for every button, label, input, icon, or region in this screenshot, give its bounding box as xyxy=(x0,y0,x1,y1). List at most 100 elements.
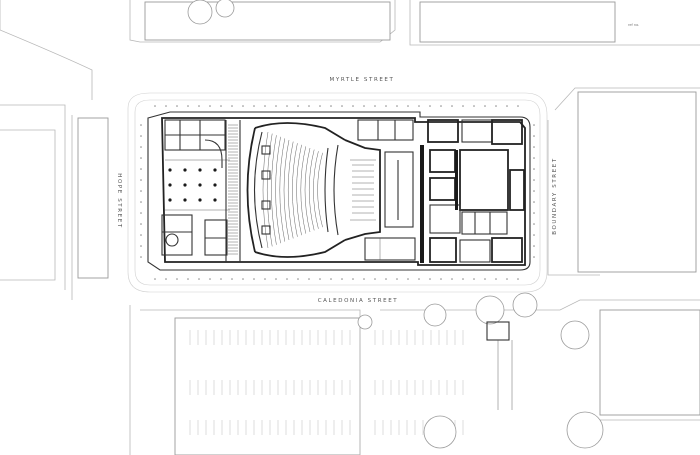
bollard xyxy=(396,278,398,280)
column xyxy=(168,183,172,187)
bollard xyxy=(533,245,535,247)
bollard xyxy=(154,105,156,107)
bollard xyxy=(533,157,535,159)
seat-row xyxy=(271,135,277,245)
bollard xyxy=(140,168,142,170)
bollard xyxy=(407,278,409,280)
bollard xyxy=(533,146,535,148)
bollard xyxy=(352,105,354,107)
bollard xyxy=(440,278,442,280)
bollard xyxy=(484,105,486,107)
street-label-west: HOPE STREET xyxy=(116,173,122,229)
bollard xyxy=(495,278,497,280)
bollard xyxy=(140,245,142,247)
bollard xyxy=(533,223,535,225)
bollard xyxy=(198,105,200,107)
bollard xyxy=(374,278,376,280)
seat-row xyxy=(313,151,319,229)
bollard xyxy=(352,278,354,280)
bollard xyxy=(533,135,535,137)
seat-row xyxy=(262,131,269,249)
seat-row xyxy=(283,139,290,241)
box-seat xyxy=(261,170,271,180)
bollard xyxy=(308,278,310,280)
bollard xyxy=(533,179,535,181)
bollard xyxy=(385,278,387,280)
seat-row xyxy=(292,143,298,237)
bollard xyxy=(140,135,142,137)
column xyxy=(198,168,202,172)
bollard xyxy=(140,234,142,236)
bollard xyxy=(209,105,211,107)
bollard xyxy=(220,105,222,107)
box-seat xyxy=(261,200,271,210)
bollard xyxy=(363,278,365,280)
bollard xyxy=(495,105,497,107)
bollard xyxy=(275,105,277,107)
bollard xyxy=(308,105,310,107)
bollard xyxy=(396,105,398,107)
seat-row xyxy=(279,138,286,242)
trees xyxy=(187,0,604,449)
bollard xyxy=(429,105,431,107)
bollard xyxy=(506,278,508,280)
bollard xyxy=(253,278,255,280)
bollard xyxy=(341,105,343,107)
seat-row xyxy=(308,149,315,231)
bollard xyxy=(374,105,376,107)
column xyxy=(183,168,187,172)
bollard xyxy=(533,190,535,192)
bollard xyxy=(517,105,519,107)
bollard xyxy=(319,278,321,280)
building-footprint xyxy=(147,111,531,271)
bollard xyxy=(462,278,464,280)
bollard xyxy=(187,105,189,107)
bollard xyxy=(517,278,519,280)
bollard xyxy=(407,105,409,107)
bollard xyxy=(484,278,486,280)
bollard xyxy=(533,168,535,170)
bollard xyxy=(198,278,200,280)
bollard xyxy=(286,278,288,280)
bollard xyxy=(220,278,222,280)
street-label-south: CALEDONIA STREET xyxy=(318,298,399,304)
bollard xyxy=(140,179,142,181)
bollard xyxy=(140,223,142,225)
column xyxy=(168,198,172,202)
bollard xyxy=(176,278,178,280)
column xyxy=(213,168,217,172)
seat-row xyxy=(300,146,307,234)
bollard xyxy=(253,105,255,107)
bollard xyxy=(242,105,244,107)
bollard xyxy=(242,278,244,280)
bollard xyxy=(330,278,332,280)
seat-row xyxy=(287,141,294,239)
seat-row xyxy=(275,136,281,244)
bollard xyxy=(363,105,365,107)
stair-bands xyxy=(225,120,241,262)
bollard xyxy=(429,278,431,280)
bollard xyxy=(286,105,288,107)
column xyxy=(183,183,187,187)
bollard xyxy=(533,234,535,236)
bollard xyxy=(440,105,442,107)
west-lobby xyxy=(161,119,230,256)
bollard xyxy=(209,278,211,280)
bollard xyxy=(140,201,142,203)
bollard xyxy=(330,105,332,107)
box-seat xyxy=(261,225,271,235)
bollard xyxy=(140,256,142,258)
lobby-columns xyxy=(168,168,217,202)
backstage xyxy=(357,119,416,261)
column xyxy=(213,198,217,202)
street-label-north: MYRTLE STREET xyxy=(330,77,395,83)
bollard xyxy=(187,278,189,280)
seat-row xyxy=(304,147,311,233)
bollard xyxy=(176,105,178,107)
seat-row xyxy=(317,152,323,228)
bollard xyxy=(341,278,343,280)
bollard xyxy=(140,190,142,192)
bollard xyxy=(140,157,142,159)
column xyxy=(198,198,202,202)
